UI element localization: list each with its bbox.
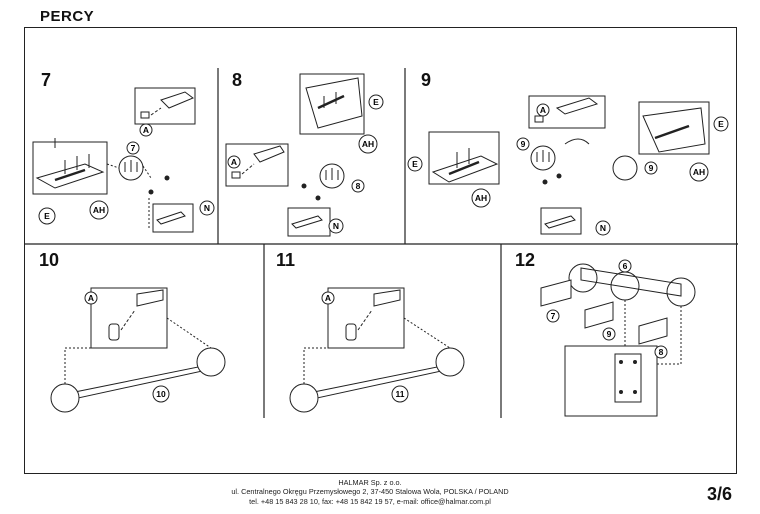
panel-dividers [25,68,738,418]
step-9-panel: 9 E AH 9 [405,68,738,244]
callout-9: 9 [649,163,654,173]
callout-AH: AH [93,205,105,215]
callout-A: A [540,105,546,115]
step-number: 7 [41,70,52,90]
callout-8: 8 [356,181,361,191]
step-number: 8 [232,70,243,90]
step-10-panel: 10 A 10 [25,244,264,418]
step-number: 9 [421,70,432,90]
callout-A: A [88,293,94,303]
callout-AH: AH [362,139,374,149]
company-name: HALMAR Sp. z o.o. [338,478,402,487]
step-9-illustration: E AH 9 A E AH 9 N [407,95,729,236]
step-12-illustration: 6 7 9 8 [540,259,696,417]
callout-8: 8 [659,347,664,357]
callout-N: N [600,223,606,233]
step-number: 10 [39,250,60,270]
company-address: ul. Centralnego Okręgu Przemysłowego 2, … [231,487,509,497]
step-12-panel: 12 6 7 9 8 [501,244,738,418]
callout-E: E [412,159,418,169]
step-7-illustration: A 7 E AH N [32,87,215,233]
callout-9: 9 [521,139,526,149]
callout-9: 9 [607,329,612,339]
step-7-panel: 7 [25,68,218,244]
callout-A: A [143,125,149,135]
callout-AH: AH [475,193,487,203]
company-contact: tel. +48 15 843 28 10, fax: +48 15 842 1… [249,496,491,506]
company-footer: HALMAR Sp. z o.o. ul. Centralnego Okręgu… [200,478,540,506]
callout-7: 7 [131,143,136,153]
step-11-panel: 11 A 11 [264,244,501,418]
callout-AH: AH [693,167,705,177]
page-number: 3/6 [706,484,732,504]
step-11-illustration: A 11 [289,287,465,413]
step-number: 12 [515,250,536,270]
callout-11: 11 [396,389,405,399]
document-title: PERCY [40,8,95,25]
step-number: 11 [276,250,296,270]
callout-10: 10 [156,389,166,399]
callout-6: 6 [623,261,628,271]
step-8-illustration: E AH A 8 N [225,73,384,237]
callout-E: E [44,211,50,221]
callout-7: 7 [551,311,556,321]
callout-A: A [325,293,331,303]
callout-N: N [204,203,210,213]
instruction-frame: 7 [24,27,738,474]
step-8-panel: 8 E AH A 8 [218,68,405,244]
step-10-illustration: A 10 [50,287,226,413]
callout-E: E [373,97,379,107]
callout-E: E [718,119,724,129]
callout-N: N [333,221,339,231]
callout-A: A [231,157,237,167]
